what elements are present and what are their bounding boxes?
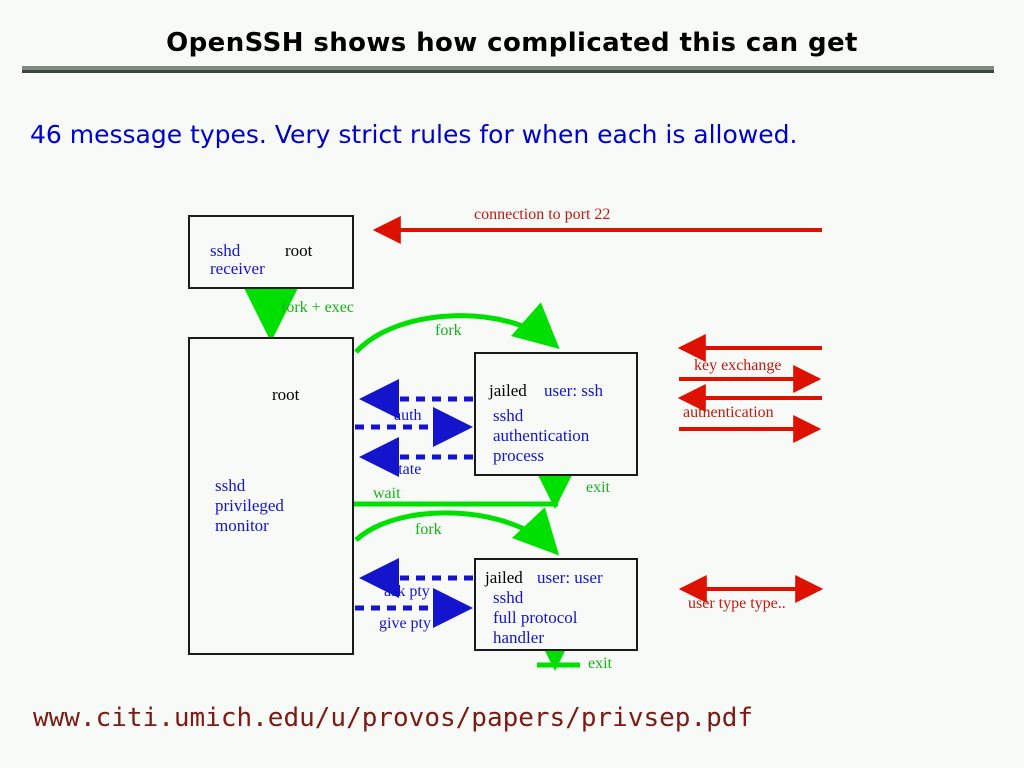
label-authentication: authentication <box>683 404 774 421</box>
label-give-pty: give pty <box>379 615 431 632</box>
box-privileged-monitor-line-monitor: monitor <box>215 516 269 535</box>
subtitle-text: 46 message types. Very strict rules for … <box>30 120 798 149</box>
box-jailed-protocol-handler-line-sshd: sshd <box>493 588 524 607</box>
box-jailed-protocol-handler-line-handler: handler <box>493 628 544 647</box>
box-privileged-monitor-line-root: root <box>272 385 300 404</box>
label-auth: auth <box>394 407 422 424</box>
label-fork-auth: fork <box>435 322 462 339</box>
box-sshd-receiver-line-receiver: receiver <box>210 259 265 278</box>
divider-highlight <box>22 66 994 70</box>
footer-url-text: www.citi.umich.edu/u/provos/papers/privs… <box>33 703 754 733</box>
label-connection-to-port-22: connection to port 22 <box>474 206 611 223</box>
box-sshd-receiver-line-root: root <box>285 241 313 260</box>
box-jailed-protocol-handler-line-jailed: jailed <box>485 568 523 587</box>
label-exit-auth: exit <box>586 479 610 496</box>
box-jailed-auth-process-line-sshd: sshd <box>493 406 524 425</box>
box-jailed-protocol-handler-line-user: user: user <box>537 568 603 587</box>
box-jailed-auth-process-line-process: process <box>493 446 544 465</box>
label-state: state <box>392 461 422 478</box>
arrow-fork-handler <box>354 507 560 556</box>
label-exit-handler: exit <box>588 655 612 672</box>
label-key-exchange: key exchange <box>694 357 782 374</box>
label-user-type-type: user type type.. <box>688 595 786 612</box>
box-sshd-receiver-line-sshd: sshd <box>210 241 241 260</box>
box-privileged-monitor[interactable]: root sshd privileged monitor <box>188 337 354 655</box>
box-privileged-monitor-line-sshd: sshd <box>215 476 246 495</box>
title-divider <box>22 66 994 73</box>
label-fork-exec: fork + exec <box>281 299 354 316</box>
label-wait: wait <box>373 485 401 502</box>
box-jailed-auth-process[interactable]: jailed user: ssh sshd authentication pro… <box>474 352 638 476</box>
box-jailed-auth-process-line-user: user: ssh <box>544 381 604 400</box>
box-jailed-auth-process-line-jailed: jailed <box>489 381 527 400</box>
box-jailed-auth-process-line-authentication: authentication <box>493 426 590 445</box>
box-privileged-monitor-line-privileged: privileged <box>215 496 284 515</box>
box-jailed-protocol-handler-line-full-protocol: full protocol <box>493 608 578 627</box>
box-sshd-receiver[interactable]: sshd root receiver <box>188 215 354 289</box>
label-ask-pty: ask pty <box>384 583 430 600</box>
arrow-fork-auth <box>354 302 560 354</box>
label-fork-handler: fork <box>415 521 442 538</box>
page-title: OpenSSH shows how complicated this can g… <box>166 28 858 58</box>
box-jailed-protocol-handler[interactable]: jailed user: user sshd full protocol han… <box>474 558 638 651</box>
divider-shadow <box>22 70 994 73</box>
